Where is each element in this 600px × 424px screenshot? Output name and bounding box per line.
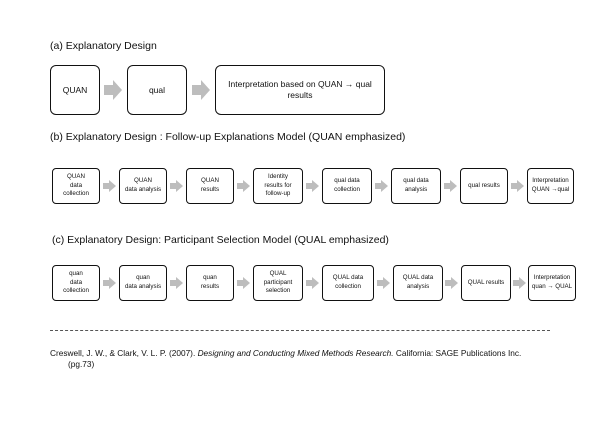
box-label: Interpretation QUAN →qual bbox=[531, 177, 570, 193]
citation-publisher: California: SAGE Publications Inc. bbox=[393, 348, 522, 358]
flow-box: QUAN data collection bbox=[52, 168, 100, 204]
box-label: QUAL participant selection bbox=[263, 269, 293, 295]
citation-title: Designing and Conducting Mixed Methods R… bbox=[197, 348, 394, 358]
box-label: qual data collection bbox=[334, 177, 360, 193]
box-label: Interpretation based on QUAN → qual resu… bbox=[228, 79, 372, 100]
flow-box: QUAL participant selection bbox=[253, 265, 303, 301]
arrow-icon bbox=[103, 180, 116, 192]
citation-authors: Creswell, J. W., & Clark, V. L. P. (2007… bbox=[50, 348, 198, 358]
box-label: quan results bbox=[200, 274, 220, 290]
box-label: QUAN bbox=[62, 84, 88, 95]
divider bbox=[50, 330, 550, 331]
arrow-icon bbox=[377, 277, 390, 289]
flow-box: QUAN results bbox=[186, 168, 234, 204]
box-label: quan data analysis bbox=[124, 274, 162, 290]
box-label: QUAL data analysis bbox=[402, 274, 434, 290]
box-label: qual data analysis bbox=[403, 177, 429, 193]
box-label: QUAN data collection bbox=[63, 172, 89, 198]
flow-box: QUAN data analysis bbox=[119, 168, 167, 204]
section-c-heading: (c) Explanatory Design: Participant Sele… bbox=[52, 234, 389, 246]
flow-box: QUAL data collection bbox=[322, 265, 374, 301]
interpretation-box: Interpretation based on QUAN → qual resu… bbox=[215, 65, 385, 115]
box-label: QUAN data analysis bbox=[124, 177, 162, 193]
flow-box: quan data analysis bbox=[119, 265, 167, 301]
arrow-icon bbox=[170, 180, 183, 192]
flow-box: quan results bbox=[186, 265, 234, 301]
flow-box: QUAL results bbox=[461, 265, 511, 301]
flow-box: QUAL data analysis bbox=[393, 265, 443, 301]
box-label: Interpretation quan → QUAL bbox=[531, 274, 573, 290]
arrow-icon bbox=[306, 180, 319, 192]
box-label: qual results bbox=[468, 181, 500, 189]
arrow-icon bbox=[445, 277, 458, 289]
section-a-heading: (a) Explanatory Design bbox=[50, 40, 157, 52]
box-label: QUAN results bbox=[200, 177, 220, 193]
flow-box: qual results bbox=[460, 168, 508, 204]
arrow-icon bbox=[511, 180, 524, 192]
section-b-heading: (b) Explanatory Design : Follow-up Expla… bbox=[50, 131, 406, 143]
arrow-icon bbox=[192, 80, 210, 100]
flow-box: Interpretation QUAN →qual bbox=[527, 168, 574, 204]
box-label: quan data collection bbox=[63, 269, 89, 295]
quan-box: QUAN bbox=[50, 65, 100, 115]
arrow-icon bbox=[103, 277, 116, 289]
box-label: QUAL results bbox=[467, 278, 505, 286]
flow-box: qual data collection bbox=[322, 168, 372, 204]
flow-box: Interpretation quan → QUAL bbox=[528, 265, 576, 301]
arrow-icon bbox=[513, 277, 526, 289]
flow-box: Identity results for follow-up bbox=[253, 168, 303, 204]
arrow-icon bbox=[306, 277, 319, 289]
flow-box: qual data analysis bbox=[391, 168, 441, 204]
arrow-icon bbox=[104, 80, 122, 100]
arrow-icon bbox=[170, 277, 183, 289]
qual-box: qual bbox=[127, 65, 187, 115]
citation: Creswell, J. W., & Clark, V. L. P. (2007… bbox=[50, 348, 570, 370]
arrow-icon bbox=[237, 277, 250, 289]
box-label: QUAL data collection bbox=[332, 274, 364, 290]
arrow-icon bbox=[375, 180, 388, 192]
flow-box: quan data collection bbox=[52, 265, 100, 301]
box-label: qual bbox=[148, 84, 166, 95]
arrow-icon bbox=[444, 180, 457, 192]
arrow-icon bbox=[237, 180, 250, 192]
box-label: Identity results for follow-up bbox=[264, 172, 292, 198]
citation-pages: (pg.73) bbox=[68, 358, 95, 369]
